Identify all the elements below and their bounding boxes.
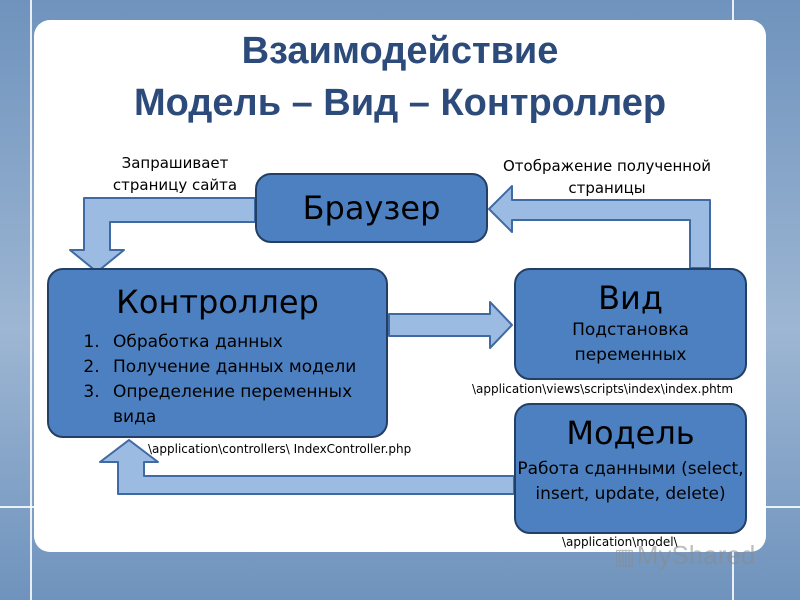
list-item: Определение переменных вида <box>105 380 386 430</box>
myshared-logo-icon: ▥ <box>614 544 635 569</box>
watermark-text: MyShared <box>636 540 756 570</box>
model-box: Модель Работа сданными (select, insert, … <box>514 403 747 534</box>
list-item: Обработка данных <box>105 330 386 355</box>
browser-title: Браузер <box>302 189 441 227</box>
list-item: Получение данных модели <box>105 355 386 380</box>
arrow-model-to-controller <box>99 439 515 495</box>
model-title: Модель <box>566 414 695 452</box>
view-box: Вид Подстановка переменных <box>514 268 747 380</box>
view-path: \application\views\scripts\index\index.p… <box>472 382 734 396</box>
arrow-controller-to-view <box>388 301 513 349</box>
model-description: Работа сданными (select, insert, update,… <box>517 459 744 504</box>
controller-title: Контроллер <box>116 283 319 321</box>
background-gridline <box>30 0 32 600</box>
view-title: Вид <box>598 279 663 317</box>
arrow-browser-to-controller <box>69 197 256 273</box>
view-description: Подстановка переменных <box>572 320 689 365</box>
page-title: Взаимодействие <box>241 30 559 72</box>
request-label: Запрашивает страницу сайта <box>112 154 238 194</box>
watermark: ▥MyShared <box>614 540 755 571</box>
controller-task-list: Обработка данных Получение данных модели… <box>49 330 386 430</box>
controller-path: \application\controllers\ IndexControlle… <box>148 442 412 456</box>
controller-box: Контроллер Обработка данных Получение да… <box>47 268 388 438</box>
arrow-view-to-browser <box>488 185 711 269</box>
model-path: \application\model\ <box>562 535 678 549</box>
display-label: Отображение полученной страницы <box>502 157 712 197</box>
browser-box: Браузер <box>255 173 488 243</box>
page-subtitle: Модель – Вид – Контроллер <box>133 82 667 124</box>
